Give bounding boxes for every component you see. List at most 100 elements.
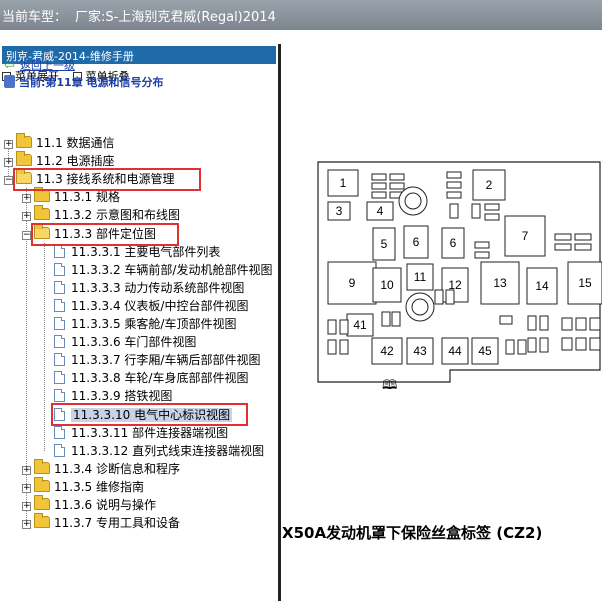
fuse-box-outline (317, 161, 601, 383)
tree-doc-node[interactable]: 11.3.3.1 主要电气部件列表 (40, 243, 220, 261)
tree-doc-node[interactable]: 11.3.3.12 直列式线束连接器端视图 (40, 442, 264, 460)
mini-fuse-slot (561, 337, 573, 351)
mini-fuse-slot (371, 191, 387, 199)
current-chapter: 当前:第11章 电源和信号分布 (4, 74, 164, 90)
mini-fuse-slot (589, 337, 601, 351)
folder-icon (34, 458, 50, 474)
mini-fuse-slot (554, 233, 572, 241)
collapse-toggle-icon[interactable]: − (22, 229, 31, 240)
relay-round-1-inner (404, 192, 422, 210)
fuse-number-label: 7 (522, 229, 529, 243)
tree-doc-node[interactable]: 11.3.3.6 车门部件视图 (40, 333, 196, 351)
mini-fuse-slot (339, 339, 349, 355)
expand-toggle-icon[interactable]: + (22, 501, 31, 511)
tree-folder-node[interactable]: − 11.3 接线系统和电源管理 (4, 169, 175, 188)
tree-node-label: 11.3 接线系统和电源管理 (36, 172, 175, 187)
expand-all-label: 菜单展开 (15, 70, 59, 83)
tree-folder-node[interactable]: +11.3.5 维修指南 (22, 476, 144, 496)
folder-icon (16, 133, 32, 148)
tree-node-label: 11.3.3.12 直列式线束连接器端视图 (71, 443, 265, 458)
expand-toggle-icon[interactable]: + (22, 464, 31, 475)
folder-icon (34, 476, 50, 492)
folder-icon (34, 495, 50, 510)
mini-fuse-slot (434, 289, 444, 305)
tree-node-label: 11.3.3.2 车辆前部/发动机舱部件视图 (71, 262, 273, 277)
tree-node-label: 11.3.3.5 乘客舱/车顶部件视图 (71, 317, 237, 331)
tree-doc-node[interactable]: 11.3.3.2 车辆前部/发动机舱部件视图 (40, 261, 272, 279)
tree-doc-node[interactable]: 11.3.3.5 乘客舱/车顶部件视图 (40, 315, 236, 333)
mini-fuse-slot (574, 233, 592, 241)
tree-folder-node[interactable]: −11.3.3 部件定位图 (22, 223, 156, 243)
mini-fuse-slot (391, 311, 401, 327)
tree-folder-node[interactable]: +11.3.7 专用工具和设备 (22, 513, 180, 532)
tree-node-label: 11.3.7 专用工具和设备 (54, 516, 180, 531)
panel-title: 别克-君威-2014-维修手册 (2, 46, 276, 64)
document-icon (54, 244, 65, 258)
fuse-number-label: 15 (578, 276, 592, 290)
folder-icon (16, 151, 32, 167)
document-icon (54, 280, 65, 294)
tree-node-label: 11.3.5 维修指南 (54, 479, 144, 494)
current-chapter-label: 当前:第11章 电源和信号分布 (19, 76, 164, 89)
tree-folder-node[interactable]: +11.3.2 示意图和布线图 (22, 205, 180, 224)
tree-doc-node[interactable]: 11.3.3.3 动力传动系统部件视图 (40, 279, 244, 297)
expand-toggle-icon[interactable]: + (22, 519, 31, 530)
fuse-slot (504, 215, 546, 257)
fuse-slot (471, 337, 499, 365)
expand-toggle-icon[interactable]: + (4, 157, 13, 168)
tree-node-label: 11.3.3.8 车轮/车身底部部件视图 (71, 371, 249, 386)
fuse-number-label: 44 (448, 344, 462, 358)
mini-fuse-slot (554, 243, 572, 251)
document-icon (54, 389, 65, 403)
tree-node-label: 11.3.3.9 搭铁视图 (71, 389, 173, 404)
folder-icon (34, 513, 50, 529)
tree-node-label: 11.3.4 诊断信息和程序 (54, 461, 180, 476)
tree-doc-node[interactable]: 11.3.3.10 电气中心标识视图 (40, 406, 233, 424)
vehicle-model-label: 当前车型： (2, 10, 68, 25)
mini-fuse-slot (474, 241, 490, 249)
mini-fuse-slot (327, 319, 337, 335)
collapse-toggle-icon[interactable]: − (4, 175, 13, 186)
fuse-number-label: 1 (340, 176, 347, 190)
expand-toggle-icon[interactable]: + (22, 193, 31, 204)
tree-folder-node[interactable]: +11.3.4 诊断信息和程序 (22, 458, 180, 478)
mini-fuse-slot (389, 173, 405, 181)
tree-folder-node[interactable]: +11.3.6 说明与操作 (22, 495, 156, 514)
tree-node-label: 11.3.3.4 仪表板/中控台部件视图 (71, 298, 249, 313)
tree-node-label: 11.3.3.10 电气中心标识视图 (71, 407, 233, 422)
mini-fuse-slot (471, 203, 481, 219)
fuse-slot (526, 267, 558, 305)
document-icon (54, 317, 65, 330)
tree-folder-node[interactable]: +11.2 电源插座 (4, 151, 115, 170)
fuse-slot (372, 227, 396, 261)
tree-doc-node[interactable]: 11.3.3.9 搭铁视图 (40, 387, 172, 405)
tree-doc-node[interactable]: 11.3.3.4 仪表板/中控台部件视图 (40, 297, 248, 315)
document-icon (54, 425, 65, 439)
tree-doc-node[interactable]: 11.3.3.8 车轮/车身底部部件视图 (40, 369, 248, 387)
document-icon (54, 335, 65, 349)
tree-folder-node[interactable]: +11.1 数据通信 (4, 133, 115, 152)
fuse-number-label: 11 (414, 270, 427, 284)
folder-icon (34, 187, 50, 203)
tree-node-label: 11.3.3.11 部件连接器端视图 (71, 425, 229, 440)
mini-fuse-slot (505, 339, 515, 355)
fuse-slot (406, 337, 434, 365)
back-link[interactable]: ⇦返回上一级 (4, 57, 75, 73)
expand-toggle-icon[interactable]: + (22, 482, 31, 493)
fuse-number-label: 6 (450, 236, 457, 250)
fuse-number-label: 5 (381, 237, 388, 251)
mini-fuse-slot (327, 339, 337, 355)
expand-toggle-icon[interactable]: + (22, 211, 31, 222)
expand-toggle-icon[interactable]: + (4, 139, 13, 149)
tree-doc-node[interactable]: 11.3.3.7 行李厢/车辆后部部件视图 (40, 351, 260, 369)
mini-fuse-slot (449, 203, 459, 219)
tree-doc-node[interactable]: 11.3.3.11 部件连接器端视图 (40, 424, 228, 442)
mini-fuse-slot (575, 337, 587, 351)
mini-fuse-slot (445, 289, 455, 305)
mini-fuse-slot (381, 311, 391, 327)
tree-node-label: 11.3.1 规格 (54, 190, 120, 205)
collapse-all-button[interactable]: 菜单折叠 (72, 68, 130, 84)
fuse-slot (406, 263, 434, 291)
fuse-slot (441, 337, 469, 365)
panel-divider[interactable] (278, 44, 281, 601)
